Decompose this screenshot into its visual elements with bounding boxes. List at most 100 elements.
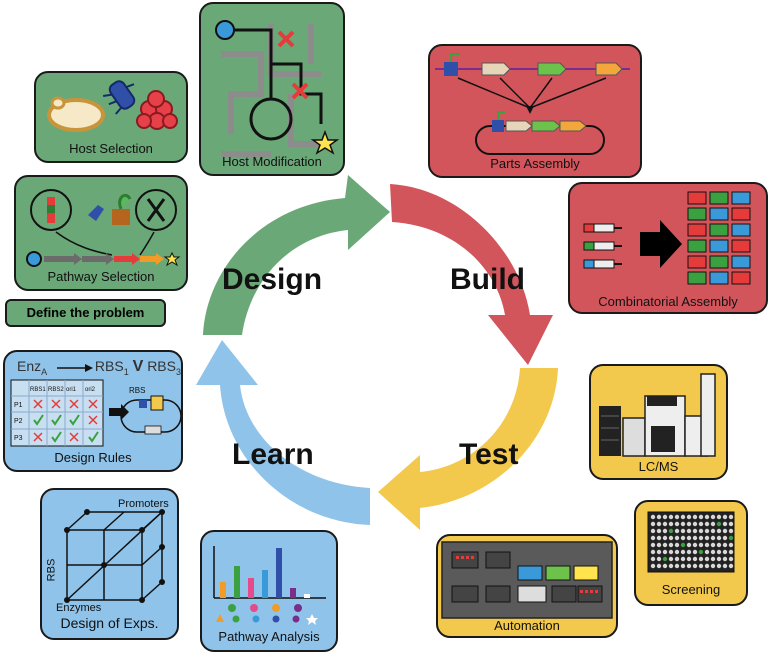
plate-well [722,528,728,534]
plate-well [716,521,722,527]
plate-well [710,549,716,555]
plate-well [698,549,704,555]
combination-cell [709,223,729,237]
combination-cell [731,207,751,221]
plate-well [692,563,698,569]
plate-well [674,563,680,569]
plate-well [686,556,692,562]
design-of-exps-caption: Design of Exps. [60,615,159,631]
rbs-axis-label: RBS [45,558,58,582]
plate-well [668,563,674,569]
plate-well [662,521,668,527]
pathway-icon [26,189,181,267]
rules-col-header: RBS2 [48,387,64,393]
plate-well [674,535,680,541]
combination-grid [687,191,751,285]
plate-well [704,535,710,541]
rules-row-header: P2 [14,418,23,425]
lcms-panel: LC/MS [589,364,728,480]
enzymes-axis-label: Enzymes [56,602,102,614]
lcms-instrument-icon [599,373,716,457]
plate-well [692,535,698,541]
plate-well [716,514,722,520]
plate-well [716,556,722,562]
parts-assembly-caption: Parts Assembly [490,156,580,171]
combinatorial-assembly-panel: Combinatorial Assembly [568,182,768,314]
plate-well [674,528,680,534]
check-mark [51,414,62,426]
plate-well [650,549,656,555]
combination-cell [687,223,707,237]
plate-well [680,535,686,541]
pathway-analysis-caption: Pathway Analysis [218,629,320,644]
rbs1-sub: 1 [123,366,129,377]
host-selection-panel: Host Selection [34,71,188,163]
plate-well [650,556,656,562]
plate-well [710,563,716,569]
combinatorial-assembly-caption: Combinatorial Assembly [598,294,738,309]
plate-well [680,542,686,548]
plate-well [686,563,692,569]
rbs-small-label: RBS [129,386,146,395]
automation-caption: Automation [494,618,560,633]
plate-well [704,521,710,527]
plate-well [686,542,692,548]
cross-mark [88,415,98,425]
design-arrow [203,175,390,335]
combination-cell [687,271,707,285]
plate-well [680,556,686,562]
combination-cell [687,239,707,253]
plate-well [686,549,692,555]
combination-cell [709,207,729,221]
plate-well [662,514,668,520]
plate-wells [650,514,734,569]
plate-well [716,542,722,548]
combination-cell [731,271,751,285]
screening-caption: Screening [661,582,721,597]
plate-well [656,528,662,534]
plate-well [698,514,704,520]
plate-well [716,528,722,534]
plate-well [698,542,704,548]
plate-well [662,556,668,562]
test-label: Test [459,438,519,471]
plate-well [680,514,686,520]
plate-well [668,556,674,562]
plate-well [668,549,674,555]
combination-cell [709,239,729,253]
plate-well [710,528,716,534]
plate-well [728,556,734,562]
rules-col-header: RBS1 [30,387,46,393]
plate-well [656,556,662,562]
plate-well [698,535,704,541]
rules-row-header: P1 [14,402,23,409]
plate-well [686,514,692,520]
host-selection-caption: Host Selection [69,141,153,156]
plate-well [692,556,698,562]
plate-well [698,556,704,562]
plate-well [698,528,704,534]
learn-arrow [196,340,370,525]
plate-well [692,542,698,548]
plate-well [662,528,668,534]
plate-well [728,542,734,548]
plate-well [650,521,656,527]
plate-well [722,514,728,520]
plate-well [680,549,686,555]
plate-well [728,549,734,555]
host-modification-caption: Host Modification [222,154,322,169]
plate-well [656,542,662,548]
cross-mark [51,399,61,409]
parts-assembly-icon [435,53,630,155]
plate-well [704,563,710,569]
plate-well [710,514,716,520]
plate-well [704,528,710,534]
plate-well [692,521,698,527]
plate-well [662,563,668,569]
plate-well [668,542,674,548]
host-modification-panel: Host Modification [199,2,345,176]
